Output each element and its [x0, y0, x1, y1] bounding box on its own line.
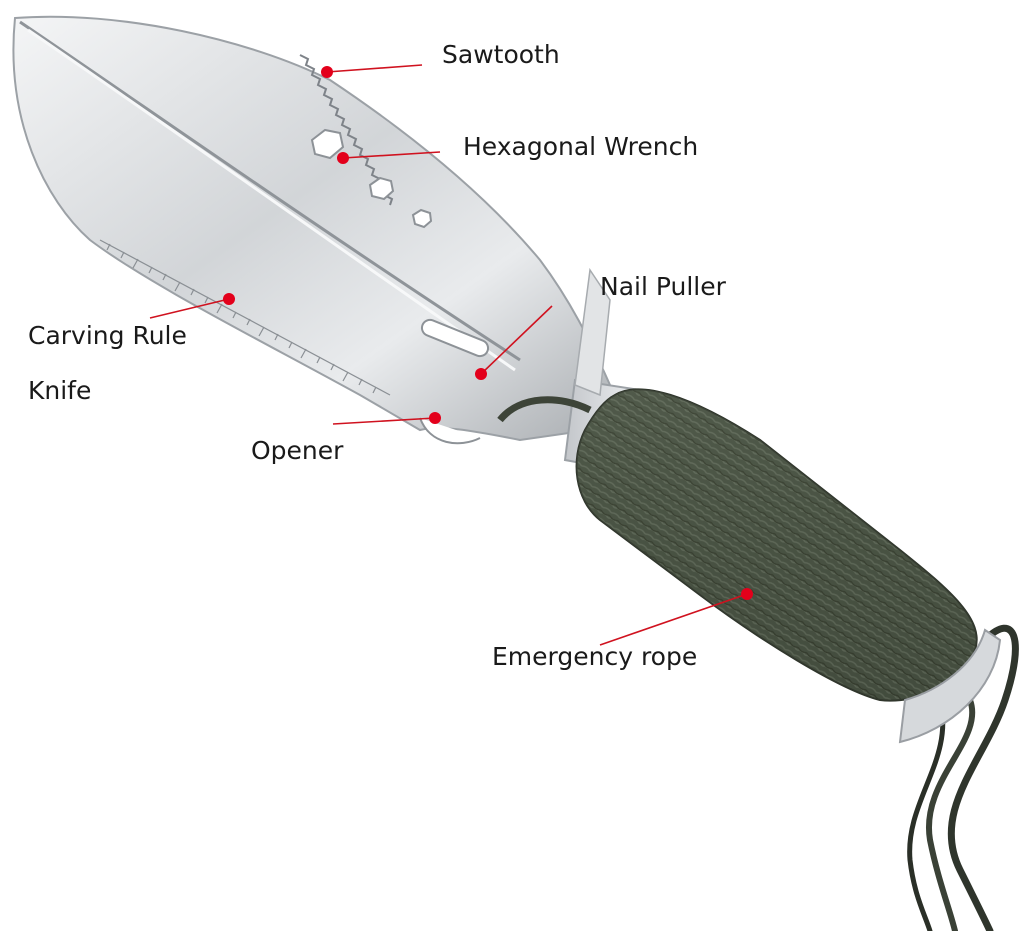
hex-hole-small	[411, 208, 433, 229]
label-hexagonal-wrench: Hexagonal Wrench	[463, 132, 699, 161]
lanyard-cord	[907, 624, 1019, 931]
label-opener: Opener	[251, 436, 344, 465]
callout-dot-nail	[475, 368, 487, 380]
wrapped-handle	[575, 388, 1002, 744]
hex-hole-large	[310, 128, 345, 160]
cord-loop	[497, 396, 592, 423]
callout-dot-rope	[741, 588, 753, 600]
callout-dot-rule	[223, 293, 235, 305]
ruler-scale	[99, 239, 391, 396]
label-knife: Knife	[28, 376, 92, 405]
label-sawtooth: Sawtooth	[442, 40, 560, 69]
hex-hole-medium	[368, 176, 395, 201]
callout-dot-hex	[337, 152, 349, 164]
callout-dot-sawtooth	[321, 66, 333, 78]
label-carving-rule: Carving Rule	[28, 321, 187, 350]
shovel-blade	[12, 15, 612, 445]
callout-dot-opener	[429, 412, 441, 424]
callout-lines	[149, 64, 748, 646]
label-nail-puller: Nail Puller	[600, 272, 726, 301]
callout-dots	[223, 66, 753, 600]
label-emergency-rope: Emergency rope	[492, 642, 698, 671]
